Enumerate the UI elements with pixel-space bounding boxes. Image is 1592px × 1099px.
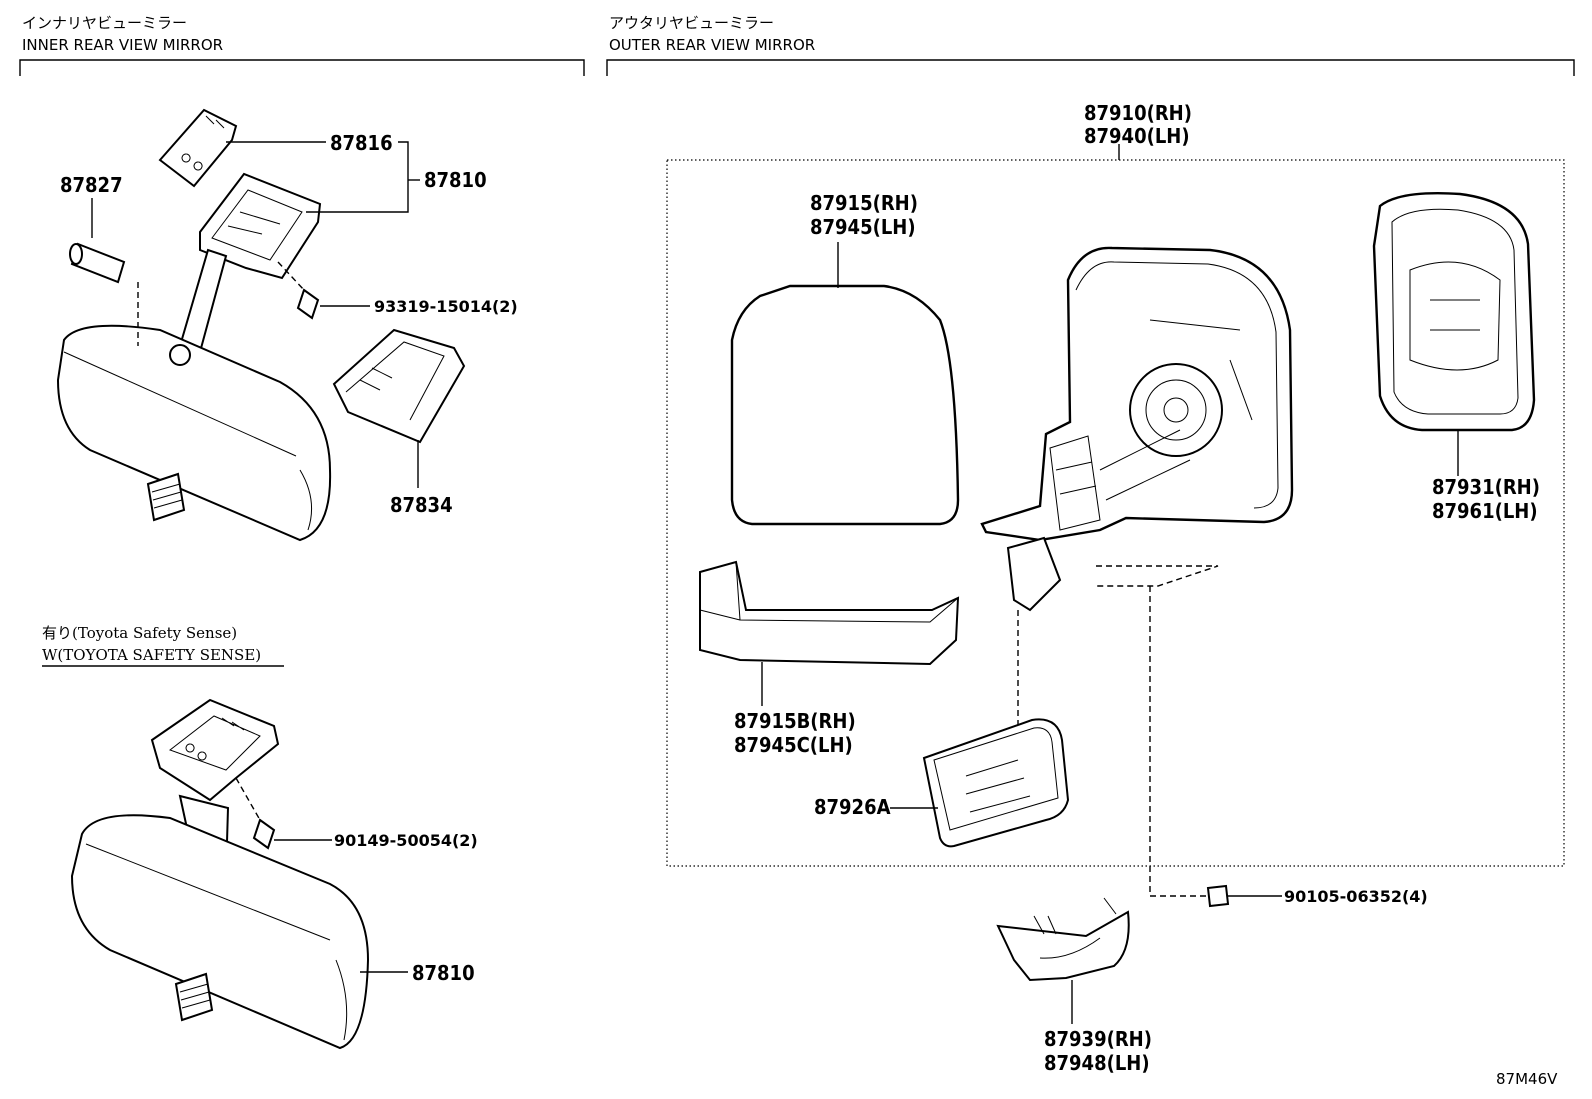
diagram-code: 87M46V (1496, 1070, 1558, 1088)
lower-cover-87939 (996, 910, 1130, 982)
label-87939: 87939(RH) (1044, 1027, 1152, 1051)
back-plate-87931 (1372, 192, 1536, 432)
outer-section-title-en: OUTER REAR VIEW MIRROR (609, 36, 815, 54)
label-87816: 87816 (330, 131, 393, 155)
mirror-actuator (1129, 363, 1223, 457)
label-87834: 87834 (390, 493, 453, 517)
inner-section-title-en: INNER REAR VIEW MIRROR (22, 36, 223, 54)
label-90149-50054: 90149-50054(2) (334, 831, 478, 850)
inner-section-title-jp: インナリヤビューミラー (22, 14, 187, 32)
outer-section-bracket (606, 59, 1575, 76)
inner-mirror-assembly (56, 108, 466, 542)
bracket-87926A (922, 718, 1070, 848)
mirror-cover-87915B (699, 560, 960, 666)
label-87948: 87948(LH) (1044, 1051, 1150, 1075)
dimmer-tab (146, 472, 186, 522)
mirror-glass-87915 (730, 284, 960, 526)
label-87945C: 87945C(LH) (734, 733, 853, 757)
tss-mirror-body (70, 814, 370, 1050)
mirror-base-stay (1006, 536, 1062, 612)
label-87940: 87940(LH) (1084, 124, 1190, 148)
label-87810-top: 87810 (424, 168, 487, 192)
label-87910: 87910(RH) (1084, 101, 1192, 125)
label-87926A: 87926A (814, 795, 891, 819)
label-87961: 87961(LH) (1432, 499, 1538, 523)
tss-mount-base (150, 698, 280, 802)
label-87915B: 87915B(RH) (734, 709, 856, 733)
label-87810-bottom: 87810 (412, 961, 475, 985)
label-90105-06352: 90105-06352(4) (1284, 887, 1428, 906)
outer-section-title-jp: アウタリヤビューミラー (609, 14, 774, 32)
bracket-plate-87816 (158, 108, 238, 188)
mirror-stem (178, 248, 228, 354)
bolt-90105 (1206, 884, 1230, 908)
label-87945: 87945(LH) (810, 215, 916, 239)
mirror-cover-87834 (332, 328, 466, 444)
label-87827: 87827 (60, 173, 123, 197)
mirror-housing-frame (980, 246, 1294, 612)
inner-mirror-tss (70, 698, 370, 1050)
inner-section-bracket (19, 59, 585, 76)
label-87915: 87915(RH) (810, 191, 918, 215)
variant-note-jp: 有り(Toyota Safety Sense) (42, 624, 237, 642)
label-87931: 87931(RH) (1432, 475, 1540, 499)
label-93319-15014: 93319-15014(2) (374, 297, 518, 316)
inner-mirror-body (56, 324, 332, 542)
variant-note-en: W(TOYOTA SAFETY SENSE) (42, 646, 261, 664)
screw-93319 (296, 288, 320, 320)
screw-90149 (252, 818, 276, 850)
